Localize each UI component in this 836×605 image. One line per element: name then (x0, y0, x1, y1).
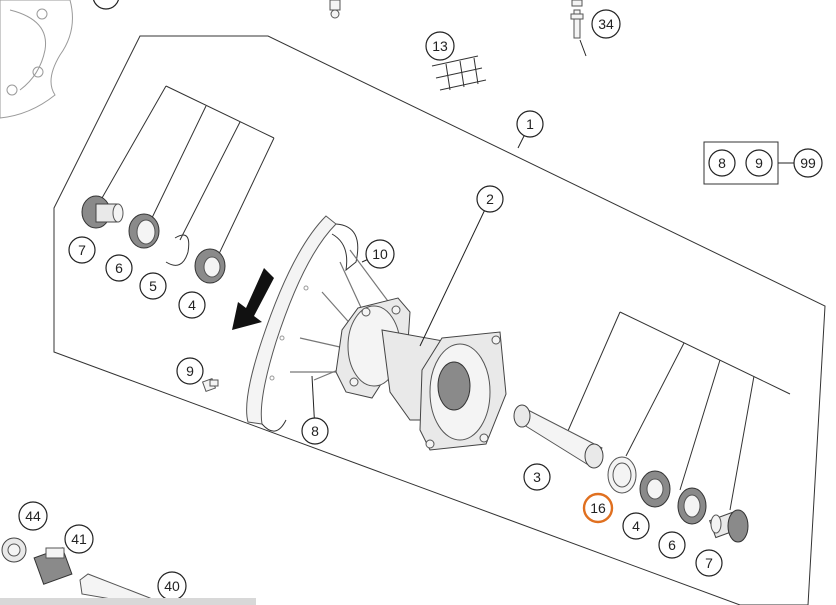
svg-text:2: 2 (486, 191, 494, 207)
callout-9[interactable]: 9 (176, 357, 204, 385)
callout-3[interactable]: 3 (523, 463, 551, 491)
callout-4-left[interactable]: 4 (178, 291, 206, 319)
seal-6-right (677, 487, 707, 525)
kit-callout-99[interactable]: 99 (793, 148, 823, 178)
kit-callout-9[interactable]: 9 (745, 149, 773, 177)
callout-34[interactable]: 34 (591, 9, 621, 39)
svg-text:5: 5 (149, 278, 157, 294)
bearing-4-left (194, 248, 226, 284)
bolt-34 (570, 0, 584, 39)
svg-text:9: 9 (186, 363, 194, 379)
seal-6-left (128, 213, 160, 249)
svg-text:8: 8 (311, 423, 319, 439)
nut-44 (1, 537, 27, 563)
kit-callout-8[interactable]: 8 (708, 149, 736, 177)
svg-text:44: 44 (25, 508, 41, 524)
svg-text:7: 7 (705, 555, 713, 571)
callout-6-left[interactable]: 6 (105, 254, 133, 282)
svg-text:34: 34 (598, 16, 614, 32)
svg-text:13: 13 (432, 38, 448, 54)
bolt-9 (201, 377, 219, 393)
rim-8 (246, 215, 359, 432)
callout-40[interactable]: 40 (157, 571, 187, 601)
callout-5[interactable]: 5 (139, 272, 167, 300)
svg-text:40: 40 (164, 578, 180, 594)
svg-text:4: 4 (632, 518, 640, 534)
spacer-7-left (81, 195, 124, 229)
kit-box (703, 141, 794, 185)
left-leader-fan (101, 85, 275, 257)
svg-text:4: 4 (188, 297, 196, 313)
svg-text:9: 9 (755, 155, 763, 171)
svg-text:99: 99 (800, 155, 816, 171)
svg-text:8: 8 (718, 155, 726, 171)
callout-7-right[interactable]: 7 (695, 549, 723, 577)
callout-partial-top-left (93, 0, 119, 10)
callout-7-left[interactable]: 7 (68, 236, 96, 264)
spoke-set-13 (431, 55, 487, 91)
callout-4-right[interactable]: 4 (622, 512, 650, 540)
chain-adjuster-41 (33, 547, 73, 585)
svg-text:10: 10 (372, 246, 388, 262)
spacer-7-right (709, 509, 749, 543)
svg-text:16: 16 (590, 500, 606, 516)
spacer-sleeve-3 (513, 404, 604, 469)
bolt-partial-top (329, 0, 341, 19)
wheel-assembly-boundary (53, 35, 826, 605)
svg-text:41: 41 (71, 531, 87, 547)
svg-text:3: 3 (533, 469, 541, 485)
bottom-scroll-bar (0, 598, 256, 605)
bearing-4-right (639, 470, 671, 508)
callout-44[interactable]: 44 (18, 501, 48, 531)
callout-2[interactable]: 2 (476, 185, 504, 213)
svg-text:6: 6 (115, 260, 123, 276)
callout-10[interactable]: 10 (365, 239, 395, 269)
brake-disc-partial (0, 0, 73, 119)
svg-text:6: 6 (668, 537, 676, 553)
callout-16[interactable]: 16 (582, 492, 614, 524)
callout-8[interactable]: 8 (301, 417, 329, 445)
hub-2 (335, 297, 507, 451)
circlip-5 (165, 234, 190, 266)
callout-41[interactable]: 41 (64, 524, 94, 554)
distance-ring-16 (607, 456, 637, 494)
rotation-direction-arrow (232, 268, 274, 330)
right-leader-fan (563, 311, 791, 511)
callout-1[interactable]: 1 (516, 110, 544, 138)
svg-text:1: 1 (526, 116, 534, 132)
callout-13[interactable]: 13 (425, 31, 455, 61)
svg-text:7: 7 (78, 242, 86, 258)
callout-6-right[interactable]: 6 (658, 531, 686, 559)
